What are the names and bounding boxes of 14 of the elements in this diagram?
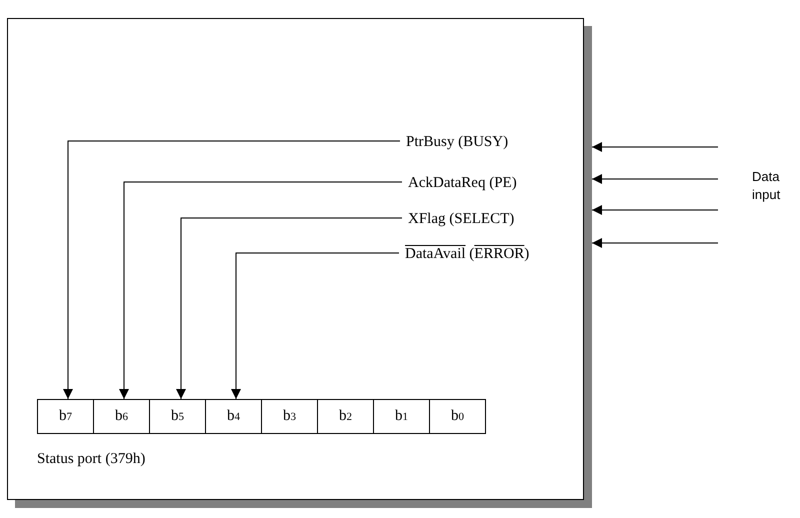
arrow (119, 182, 402, 400)
register-caption: Status port (379h) (37, 450, 146, 468)
arrow (592, 142, 718, 152)
signal-label: DataAvail (ERROR) (405, 245, 530, 263)
arrow (63, 140, 400, 400)
signal-label: XFlag (SELECT) (408, 210, 514, 228)
arrow (592, 205, 718, 215)
arrow (231, 252, 400, 400)
arrow (592, 174, 718, 184)
arrow (592, 238, 718, 248)
input-label: Data input (752, 168, 782, 204)
signal-label: PtrBusy (BUSY) (406, 133, 508, 151)
arrow (176, 218, 402, 400)
signal-label: AckDataReq (PE) (408, 174, 517, 192)
